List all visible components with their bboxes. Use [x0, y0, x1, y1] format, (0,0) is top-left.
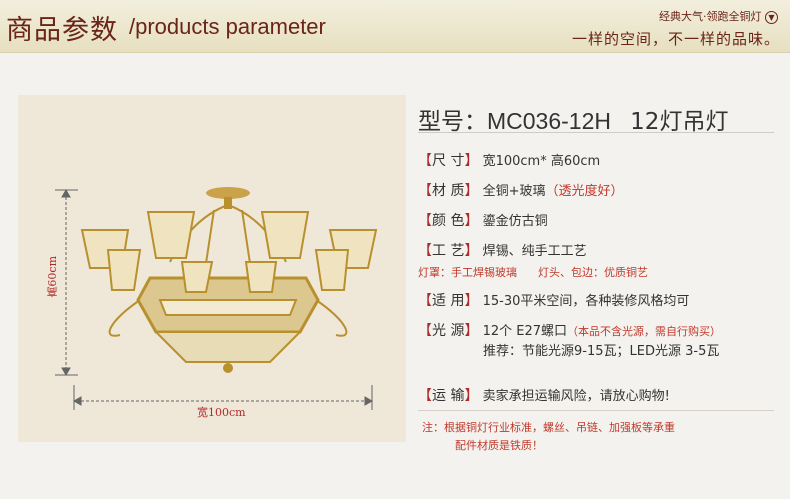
model-code: MC036-12H: [487, 108, 611, 134]
spec-value: 15-30平米空间，各种装修风格均可: [482, 294, 690, 309]
slogan-big: 一样的空间，不一样的品味。: [571, 30, 780, 48]
spec-value: 鎏金仿古铜: [482, 214, 548, 229]
spec-label: 【适 用】: [418, 293, 479, 309]
spec-size: 【尺 寸】 宽100cm* 高60cm: [418, 150, 600, 170]
slogan-small: 经典大气·领跑全铜灯 ▼: [659, 8, 778, 24]
spec-usage: 【适 用】 15-30平米空间，各种装修风格均可: [418, 290, 689, 310]
model-heading: 型号：MC036-12H 12灯吊灯: [418, 102, 728, 136]
spec-light-recommend: 推荐：节能光源9-15瓦；LED光源 3-5瓦: [483, 344, 720, 359]
spec-note: （透光度好）: [545, 184, 624, 199]
footnote-divider: [418, 410, 774, 411]
spec-label: 【尺 寸】: [418, 153, 479, 169]
title-cn: 商品参数: [6, 15, 118, 46]
spec-note: （本品不含光源，需自行购买）: [567, 325, 722, 338]
header-banner: 商品参数 /products parameter 经典大气·领跑全铜灯 ▼ 一样…: [0, 0, 790, 53]
dimension-height: 高60cm: [46, 256, 59, 298]
spec-light: 【光 源】 12个 E27螺口（本品不含光源，需自行购买）: [418, 320, 721, 340]
spec-value: 全铜+玻璃: [482, 184, 546, 199]
spec-label: 【颜 色】: [418, 213, 479, 229]
spec-value: 12个 E27螺口: [482, 324, 568, 339]
chandelier-body: [80, 187, 378, 373]
model-divider: [418, 132, 774, 133]
spec-value: 焊锡、纯手工工艺: [482, 244, 587, 259]
title-en: /products parameter: [129, 14, 326, 39]
spec-craft-notes: 灯罩：手工焊锡玻璃 灯头、包边：优质铜艺: [418, 264, 648, 280]
spec-label: 【材 质】: [418, 183, 479, 199]
spec-material: 【材 质】 全铜+玻璃（透光度好）: [418, 180, 624, 200]
model-name: 12灯吊灯: [630, 109, 729, 135]
spec-craft: 【工 艺】 焊锡、纯手工工艺: [418, 240, 587, 260]
spec-value: 宽100cm* 高60cm: [482, 154, 601, 169]
spec-label: 【运 输】: [418, 388, 479, 404]
spec-color: 【颜 色】 鎏金仿古铜: [418, 210, 548, 230]
craft-note-holder: 灯头、包边：优质铜艺: [537, 266, 648, 279]
chevron-down-icon: ▼: [765, 10, 778, 24]
spec-label: 【工 艺】: [418, 243, 479, 259]
footnote-line1: 注：根据铜灯行业标准，螺丝、吊链、加强板等承重: [422, 421, 675, 434]
footnote-line2: 配件材质是铁质！: [455, 439, 543, 452]
model-label: 型号：: [418, 109, 487, 135]
dimension-lines: [55, 188, 374, 410]
craft-note-shade: 灯罩：手工焊锡玻璃: [418, 266, 517, 279]
spec-label: 【光 源】: [418, 323, 479, 339]
dimension-width: 宽100cm: [197, 406, 246, 419]
spec-shipping: 【运 输】 卖家承担运输风险，请放心购物!: [418, 385, 670, 405]
spec-value: 卖家承担运输风险，请放心购物!: [482, 389, 670, 404]
